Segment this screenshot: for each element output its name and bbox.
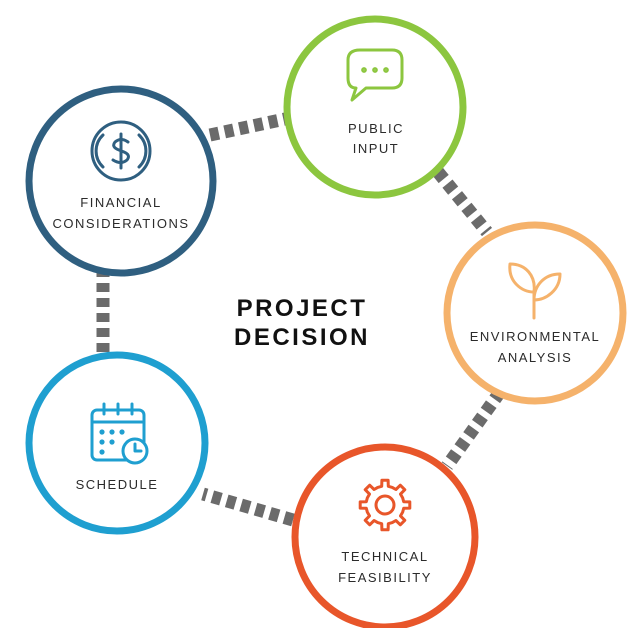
node-ring — [25, 351, 209, 535]
connector-financial-to-public — [208, 111, 292, 142]
node-schedule: SCHEDULE — [25, 351, 209, 535]
node-label-line1: PUBLIC — [348, 121, 404, 136]
calendar-clock-icon — [90, 402, 149, 465]
speech-bubble-icon — [346, 48, 404, 102]
node-financial-considerations: FINANCIAL CONSIDERATIONS — [25, 85, 217, 277]
node-technical-feasibility: TECHNICAL FEASIBILITY — [291, 443, 479, 628]
sprout-icon — [508, 262, 562, 320]
node-ring — [291, 443, 479, 628]
node-label-line2: CONSIDERATIONS — [52, 216, 189, 231]
node-label-line1: SCHEDULE — [76, 477, 159, 492]
center-title-line2: DECISION — [234, 324, 370, 351]
dollar-coin-icon — [90, 120, 152, 182]
connector-technical-to-schedule — [201, 487, 295, 527]
center-title-line1: PROJECT — [237, 295, 368, 322]
node-label-line1: ENVIRONMENTAL — [470, 329, 601, 344]
connector-public-to-environmental — [432, 167, 493, 237]
node-ring — [283, 15, 467, 199]
connectors — [96, 111, 506, 527]
gear-icon — [358, 478, 412, 532]
connector-environmental-to-technical — [441, 388, 506, 470]
node-label-line1: FINANCIAL — [80, 195, 161, 210]
node-public-input: PUBLIC INPUT — [283, 15, 467, 199]
node-label-line2: FEASIBILITY — [338, 570, 432, 585]
node-label-line2: INPUT — [353, 141, 400, 156]
node-label-line2: ANALYSIS — [498, 350, 573, 365]
node-environmental-analysis: ENVIRONMENTAL ANALYSIS — [443, 221, 627, 405]
node-label-line1: TECHNICAL — [341, 549, 428, 564]
